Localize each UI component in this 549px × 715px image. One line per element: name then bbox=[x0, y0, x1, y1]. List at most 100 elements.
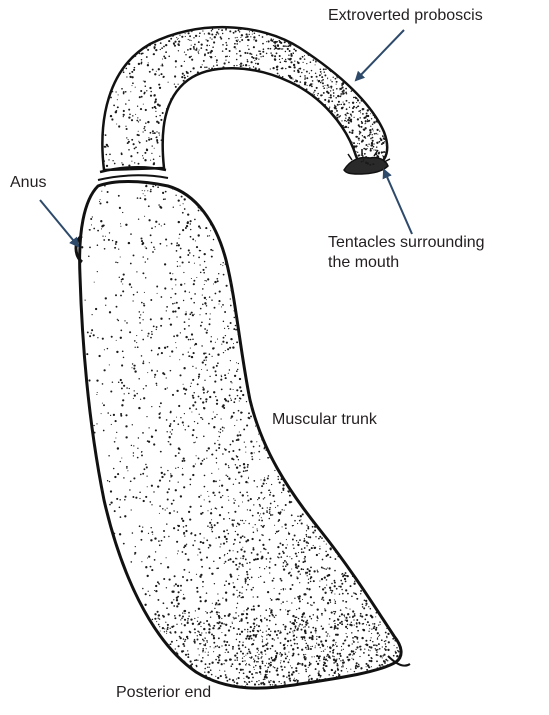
stipple-dot bbox=[107, 191, 109, 193]
stipple-dot bbox=[252, 31, 253, 32]
stipple-dot bbox=[135, 114, 136, 115]
stipple-dot bbox=[254, 669, 255, 670]
stipple-dot bbox=[329, 651, 331, 653]
stipple-dot bbox=[261, 517, 262, 518]
stipple-dot bbox=[189, 631, 191, 633]
stipple-dot bbox=[105, 236, 106, 237]
stipple-dot bbox=[280, 609, 282, 611]
stipple-dot bbox=[308, 646, 310, 648]
stipple-dot bbox=[145, 566, 147, 568]
stipple-dot bbox=[113, 414, 115, 416]
stipple-dot bbox=[301, 522, 303, 524]
stipple-dot bbox=[175, 468, 176, 469]
stipple-dot bbox=[265, 549, 266, 550]
stipple-dot bbox=[150, 132, 152, 134]
stipple-dot bbox=[253, 634, 255, 636]
stipple-dot bbox=[155, 429, 157, 431]
stipple-dot bbox=[333, 89, 335, 91]
stipple-dot bbox=[393, 655, 395, 657]
stipple-dot bbox=[219, 291, 221, 293]
stipple-dot bbox=[166, 306, 168, 308]
stipple-dot bbox=[299, 600, 301, 602]
stipple-dot bbox=[123, 91, 125, 93]
stipple-dot bbox=[195, 35, 197, 37]
stipple-dot bbox=[266, 631, 267, 632]
stipple-dot bbox=[257, 656, 258, 657]
stipple-dot bbox=[316, 638, 317, 639]
stipple-dot bbox=[203, 407, 205, 409]
stipple-dot bbox=[328, 674, 329, 675]
stipple-dot bbox=[193, 37, 194, 38]
stipple-dot bbox=[134, 552, 136, 554]
stipple-dot bbox=[257, 558, 259, 560]
stipple-dot bbox=[145, 85, 147, 87]
stipple-dot bbox=[173, 599, 174, 600]
stipple-dot bbox=[274, 501, 276, 503]
stipple-dot bbox=[384, 648, 385, 649]
stipple-dot bbox=[266, 639, 267, 640]
stipple-dot bbox=[141, 330, 142, 331]
stipple-dot bbox=[299, 520, 301, 522]
stipple-dot bbox=[396, 647, 398, 649]
stipple-dot bbox=[289, 678, 291, 680]
stipple-dot bbox=[218, 657, 220, 659]
stipple-dot bbox=[316, 76, 318, 78]
stipple-dot bbox=[174, 631, 176, 633]
stipple-dot bbox=[248, 664, 250, 666]
stipple-dot bbox=[246, 424, 248, 426]
stipple-dot bbox=[241, 613, 243, 615]
stipple-dot bbox=[174, 83, 175, 84]
stipple-dot bbox=[236, 53, 237, 54]
stipple-dot bbox=[318, 98, 320, 100]
stipple-dot bbox=[95, 308, 97, 310]
stipple-dot bbox=[154, 618, 156, 620]
stipple-dot bbox=[237, 369, 238, 370]
stipple-dot bbox=[247, 584, 249, 586]
stipple-dot bbox=[238, 410, 240, 412]
stipple-dot bbox=[235, 329, 237, 331]
stipple-dot bbox=[190, 339, 192, 341]
stipple-dot bbox=[178, 645, 180, 647]
stipple-dot bbox=[170, 411, 172, 413]
stipple-dot bbox=[232, 646, 234, 648]
stipple-dot bbox=[164, 388, 166, 390]
stipple-dot bbox=[276, 634, 278, 636]
stipple-dot bbox=[180, 585, 182, 587]
stipple-dot bbox=[153, 159, 155, 161]
stipple-dot bbox=[239, 641, 241, 643]
stipple-dot bbox=[195, 610, 196, 611]
stipple-dot bbox=[121, 364, 123, 366]
stipple-dot bbox=[277, 637, 279, 639]
stipple-dot bbox=[139, 317, 141, 319]
stipple-dot bbox=[269, 665, 271, 667]
stipple-dot bbox=[214, 307, 216, 309]
stipple-dot bbox=[224, 62, 226, 64]
stipple-dot bbox=[241, 618, 243, 620]
stipple-dot bbox=[201, 321, 203, 323]
stipple-dot bbox=[117, 447, 119, 449]
stipple-dot bbox=[242, 669, 244, 671]
stipple-dot bbox=[215, 681, 217, 683]
stipple-dot bbox=[321, 73, 322, 74]
stipple-dot bbox=[279, 482, 281, 484]
trunk-label: Muscular trunk bbox=[272, 410, 377, 430]
stipple-dot bbox=[200, 227, 202, 229]
stipple-dot bbox=[148, 441, 150, 443]
stipple-dot bbox=[142, 190, 143, 191]
stipple-dot bbox=[260, 551, 261, 552]
stipple-dot bbox=[238, 505, 239, 506]
stipple-dot bbox=[200, 417, 201, 418]
stipple-dot bbox=[210, 646, 211, 647]
stipple-dot bbox=[198, 210, 200, 212]
stipple-dot bbox=[303, 612, 305, 614]
stipple-dot bbox=[235, 617, 237, 619]
stipple-dot bbox=[151, 569, 153, 571]
stipple-dot bbox=[284, 626, 286, 628]
stipple-dot bbox=[188, 319, 189, 320]
stipple-dot bbox=[141, 355, 143, 357]
stipple-dot bbox=[263, 48, 265, 50]
stipple-dot bbox=[166, 523, 167, 524]
stipple-dot bbox=[159, 416, 161, 418]
stipple-dot bbox=[255, 672, 257, 674]
stipple-dot bbox=[351, 132, 353, 134]
